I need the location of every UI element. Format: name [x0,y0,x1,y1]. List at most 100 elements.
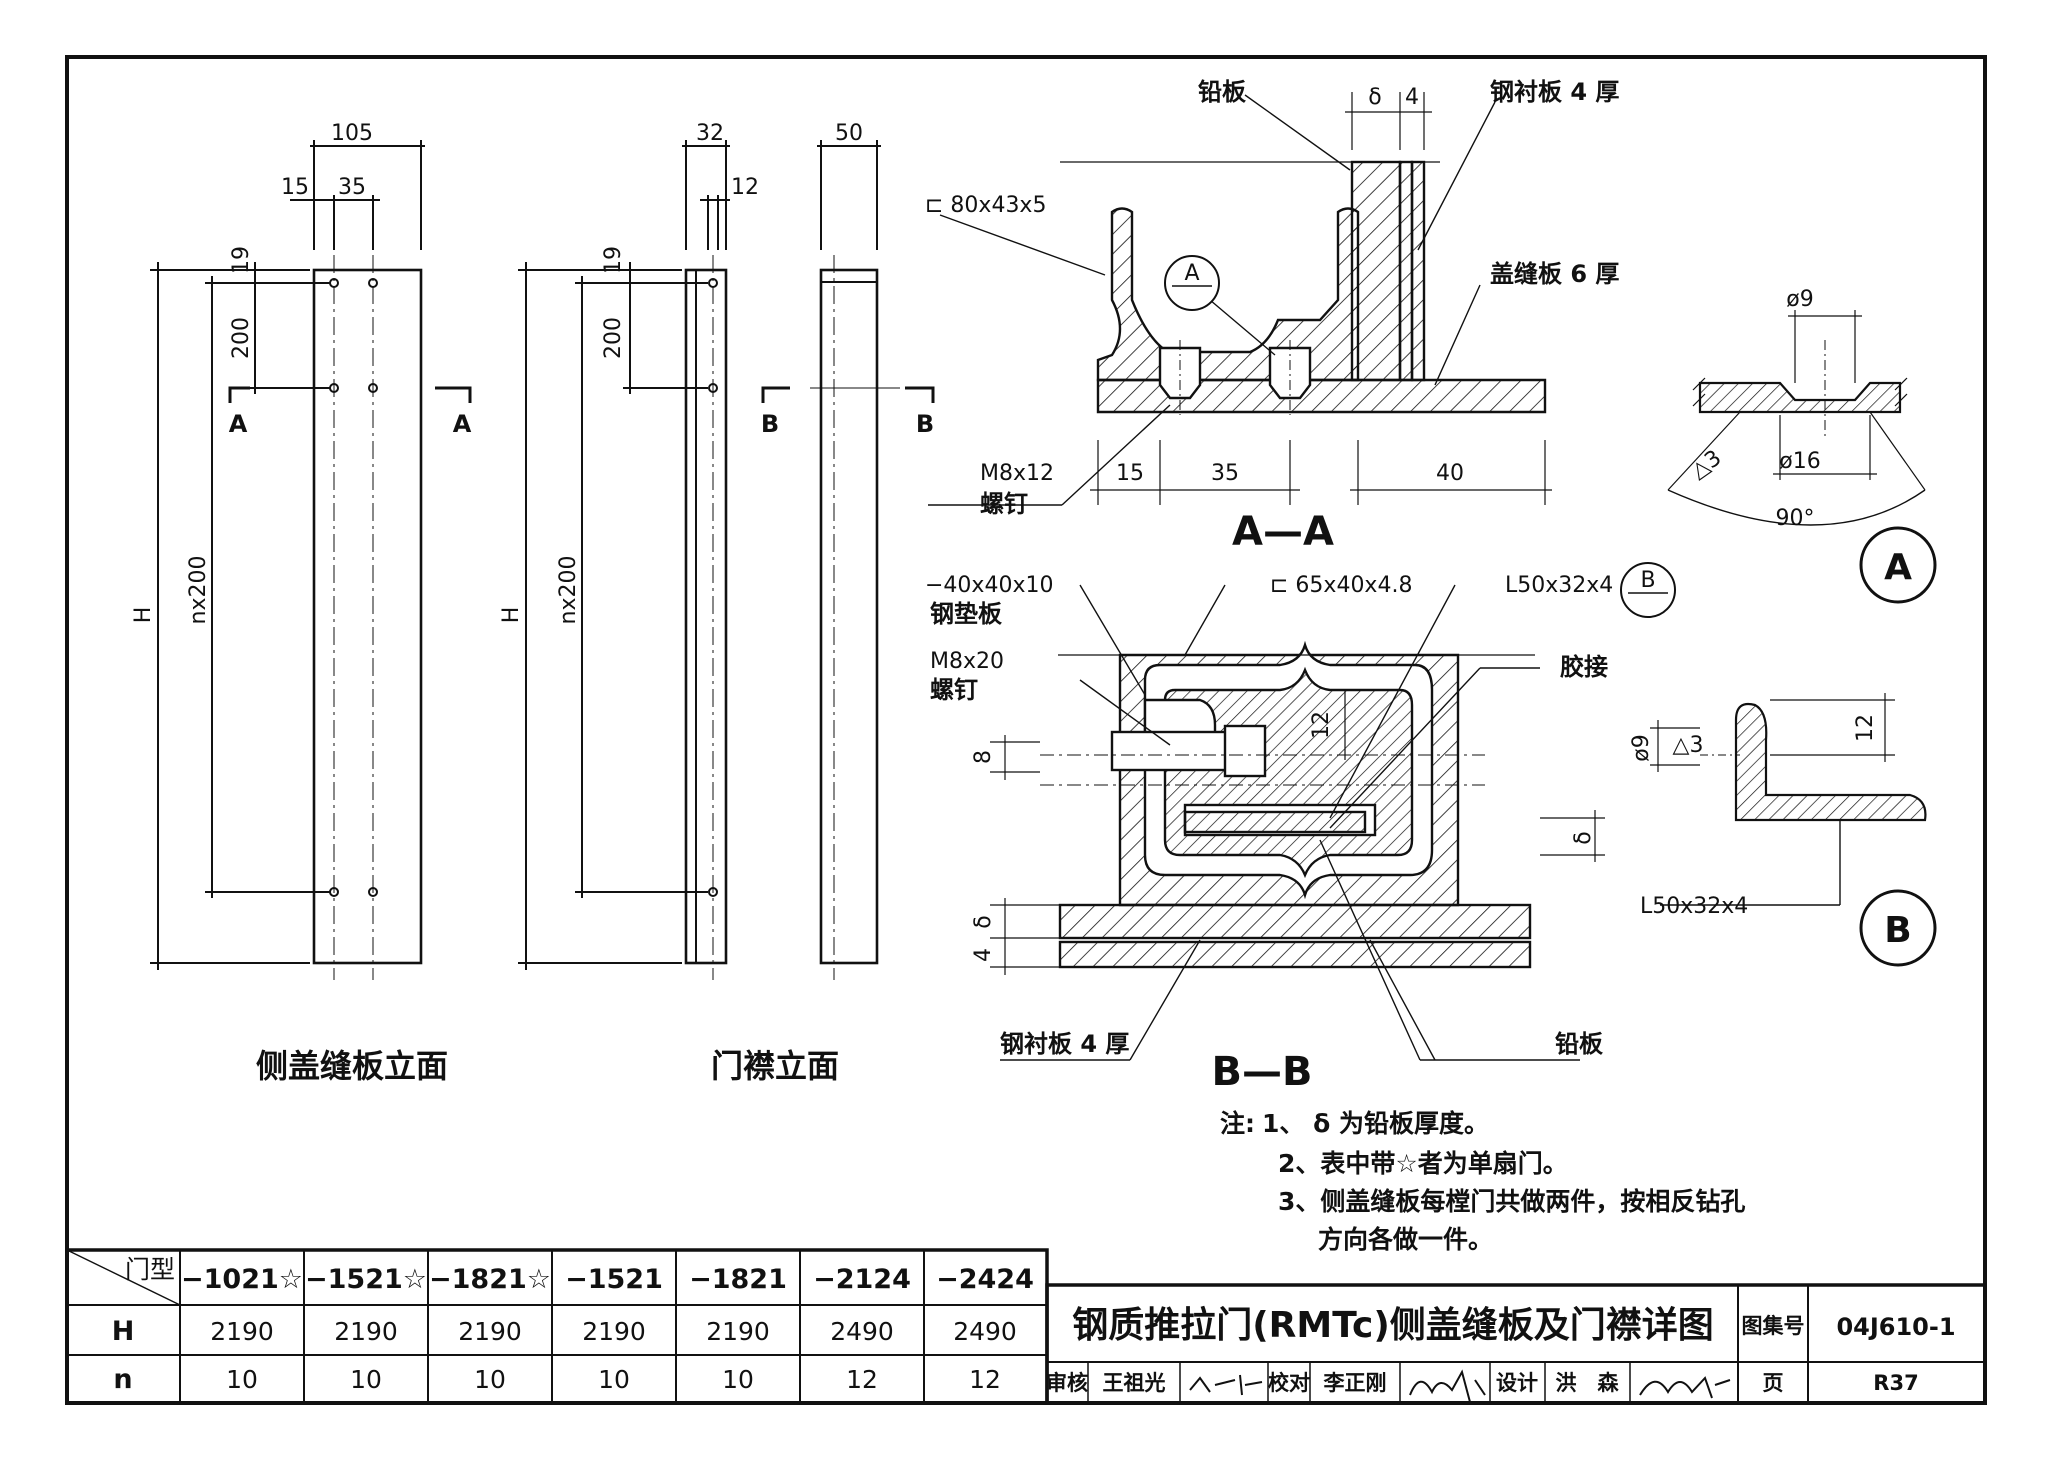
table-col-3: −1821☆ [429,1264,551,1295]
table-cell: 10 [722,1365,754,1394]
detail-b-mark [1859,889,1937,967]
pad-size-label: −40x40x10 [925,573,1053,598]
dim-200: 200 [229,317,254,359]
detail-a-mark [1859,526,1937,604]
checker-name: 李正刚 [1323,1371,1387,1395]
table-row-h-label: H [112,1316,135,1347]
aa-dim-40: 40 [1436,461,1464,486]
table-col-2: −1521☆ [305,1264,427,1295]
page-number: R37 [1873,1371,1918,1395]
side-plate-elevation [150,140,472,980]
detail-a-tri3: △3 [1686,446,1726,484]
bb-dim-4: 4 [971,948,996,962]
jamb-dim-19: 19 [601,246,626,274]
table-row-n-label: n [113,1364,132,1395]
detail-b-drawing [1650,693,1927,906]
dim-12: 12 [731,175,759,200]
bb-steel-liner-label: 钢衬板 4 厚 [1000,1030,1129,1058]
table-cell: 2190 [706,1317,770,1346]
detail-b-callout [1620,562,1676,618]
table-col-1: −1021☆ [181,1264,303,1295]
jamb-caption: 门襟立面 [711,1047,839,1085]
bb-screw-label: 螺钉 [930,676,978,704]
reviewer-name: 王祖光 [1103,1371,1166,1395]
dim-15: 15 [281,175,309,200]
detail-b-angle: L50x32x4 [1640,894,1748,919]
table-cell: 2190 [458,1317,522,1346]
note-1: 1、 δ 为铅板厚度。 [1262,1109,1489,1138]
title-block [1045,1283,1987,1405]
detail-a-callout-label: A [1184,261,1199,286]
channel-label: ⊏ 80x43x5 [925,193,1046,218]
aa-dim-4: 4 [1405,85,1419,110]
checker-signature [1409,1369,1486,1403]
bb-lead-label: 铅板 [1555,1030,1604,1058]
bb-dim-8: 8 [971,750,996,764]
detail-b-callout-label: B [1640,568,1655,593]
screw-m8x12: M8x12 [980,461,1054,486]
bb-dim-delta: δ [971,915,996,928]
bb-channel-label: ⊏ 65x40x4.8 [1270,573,1412,598]
section-mark-a-right: A [453,410,472,438]
dim-width-105: 105 [331,121,373,146]
table-cell: 2490 [953,1317,1017,1346]
steel-liner-label: 钢衬板 4 厚 [1490,78,1619,106]
table-cell: 12 [969,1365,1001,1394]
bb-dim-delta-right: δ [1571,831,1596,844]
detail-b-tri3: △3 [1673,733,1704,758]
detail-a-dia16: ø16 [1779,449,1820,474]
drawing-title: 钢质推拉门(RMTc)侧盖缝板及门襟详图 [1072,1305,1714,1346]
table-col-4: −1521 [565,1264,663,1295]
dim-nx200: nx200 [186,556,211,625]
note-2: 2、表中带☆者为单扇门。 [1278,1149,1568,1178]
detail-a-mark-label: A [1884,547,1912,588]
table-cell: 10 [350,1365,382,1394]
atlas-label: 图集号 [1742,1314,1805,1338]
side-plate-caption: 侧盖缝板立面 [256,1047,448,1085]
table-cell: 2490 [830,1317,894,1346]
table-cell: 12 [846,1365,878,1394]
detail-b-mark-label: B [1884,910,1911,951]
table-cell: 2190 [582,1317,646,1346]
table-cell: 2190 [334,1317,398,1346]
bb-dim-12: 12 [1309,711,1334,739]
table-corner: 门型 [125,1255,175,1284]
section-aa-title: A—A [1232,509,1334,555]
screw-label: 螺钉 [980,490,1028,518]
jamb-dim-200: 200 [601,317,626,359]
table-col-7: −2424 [936,1264,1034,1295]
table-cell: 10 [598,1365,630,1394]
table-col-5: −1821 [689,1264,787,1295]
glue-label: 胶接 [1560,653,1608,681]
jamb-dim-nx200: nx200 [556,556,581,625]
section-mark-b-right: B [916,410,934,438]
detail-a-angle: 90° [1776,506,1815,531]
section-aa-drawing [928,92,1552,506]
design-label: 设计 [1496,1371,1538,1395]
aa-dim-35: 35 [1211,461,1239,486]
section-bb-title: B—B [1212,1049,1313,1095]
dim-32: 32 [696,121,724,146]
note-3: 3、侧盖缝板每樘门共做两件，按相反钻孔 [1278,1187,1745,1216]
designer-signature [1639,1376,1731,1399]
atlas-number: 04J610-1 [1836,1313,1955,1341]
detail-b-dia9: ø9 [1629,734,1654,761]
notes-prefix: 注: [1220,1109,1255,1138]
section-bb-drawing [990,584,1605,1061]
section-mark-b-left: B [761,410,779,438]
page-label: 页 [1763,1371,1784,1395]
section-mark-a-left: A [229,410,248,438]
detail-a-dia9: ø9 [1786,287,1813,312]
bb-screw-size: M8x20 [930,649,1004,674]
detail-a-drawing [1667,310,1926,526]
bb-angle-label: L50x32x4 [1505,573,1613,598]
aa-delta: δ [1368,85,1381,110]
table-cell: 10 [474,1365,506,1394]
detail-b-dim-12: 12 [1853,714,1878,742]
review-label: 审核 [1046,1371,1088,1395]
jamb-dim-H: H [499,607,524,624]
check-label: 校对 [1268,1371,1310,1395]
dim-35: 35 [338,175,366,200]
designer-name: 洪 森 [1556,1371,1620,1395]
